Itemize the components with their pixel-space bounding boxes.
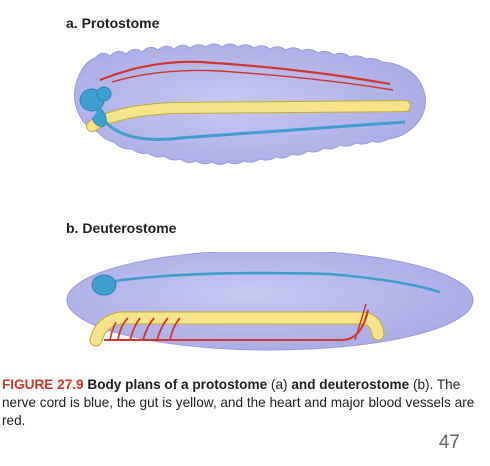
deuterostome-diagram [66,252,474,351]
deuterostome-body [66,252,474,351]
page-number: 47 [438,432,460,453]
protostome-blood-vessel [99,60,391,86]
panel-a-label: a. Protostome [66,15,160,31]
deuterostome-nerve-cord [101,271,441,294]
figure-ref-a: (a) [270,377,288,392]
figure-caption: FIGURE 27.9 Body plans of a protostome (… [2,376,488,430]
figure-title-and: and deuterostome [291,377,410,392]
deuterostome-brain [91,274,117,296]
figure-ref-b: (b). [412,377,434,392]
protostome-nerve-cord [95,109,406,141]
figure-number: FIGURE 27.9 [2,377,84,392]
protostome-diagram [74,43,426,165]
figure-title-part1: Body plans of a protostome [87,377,268,392]
panel-b-label: b. Deuterostome [66,220,177,236]
figure-caption-body: The nerve cord is blue, the gut is yello… [2,377,475,428]
